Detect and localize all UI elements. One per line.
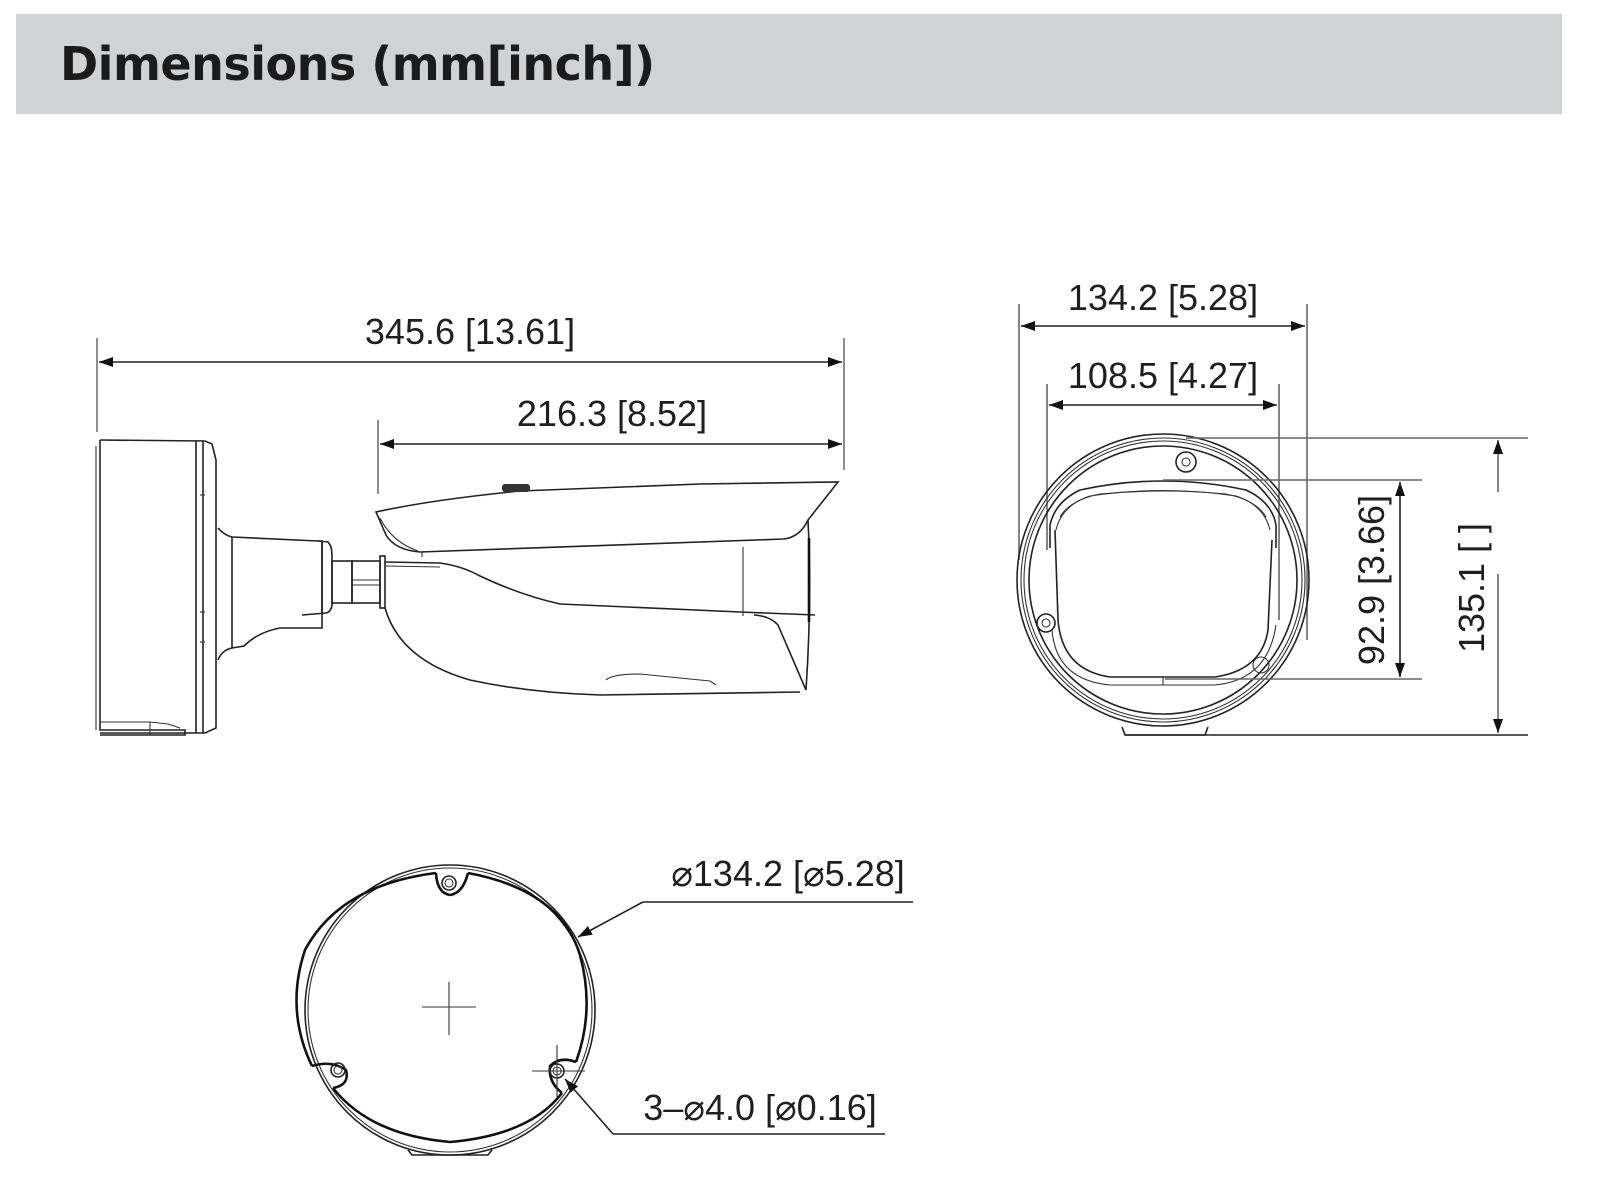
base-diameter-label: ⌀134.2 [⌀5.28]: [671, 853, 905, 894]
window-height-label: 92.9 [3.66]: [1351, 495, 1392, 665]
dimension-window-height: 92.9 [3.66]: [1351, 482, 1405, 677]
front-view: 134.2 [5.28] 108.5 [4.27]: [1016, 277, 1528, 736]
junction-box: [95, 439, 217, 736]
callout-mount-holes: 3–⌀4.0 [⌀0.16]: [564, 1078, 885, 1135]
bottom-view: ⌀134.2 [⌀5.28] 3–⌀4.0 [⌀0.16]: [295, 853, 913, 1156]
dimension-overall-height: 135.1 [ ]: [1451, 440, 1503, 733]
overall-height-label: 135.1 [ ]: [1451, 523, 1492, 653]
dimension-body-length: 216.3 [8.52]: [377, 393, 842, 494]
dimension-window-width: 108.5 [4.27]: [1046, 355, 1280, 620]
camera-body: [374, 481, 840, 696]
page-title: Dimensions (mm[inch]): [60, 37, 655, 91]
callout-base-diameter: ⌀134.2 [⌀5.28]: [577, 853, 913, 938]
side-view: 345.6 [13.61] 216.3 [8.52]: [95, 311, 845, 736]
mount-holes-label: 3–⌀4.0 [⌀0.16]: [643, 1087, 877, 1128]
body-length-label: 216.3 [8.52]: [517, 393, 707, 434]
front-housing: [1016, 433, 1310, 736]
overall-length-label: 345.6 [13.61]: [365, 311, 575, 352]
base-plate: [295, 864, 596, 1156]
header-band: Dimensions (mm[inch]): [16, 14, 1562, 114]
window-width-label: 108.5 [4.27]: [1068, 355, 1258, 396]
bracket-arm: [217, 527, 386, 661]
overall-width-label: 134.2 [5.28]: [1068, 277, 1258, 318]
dimension-overall-width: 134.2 [5.28]: [1018, 277, 1308, 640]
dimension-overall-length: 345.6 [13.61]: [96, 311, 845, 470]
